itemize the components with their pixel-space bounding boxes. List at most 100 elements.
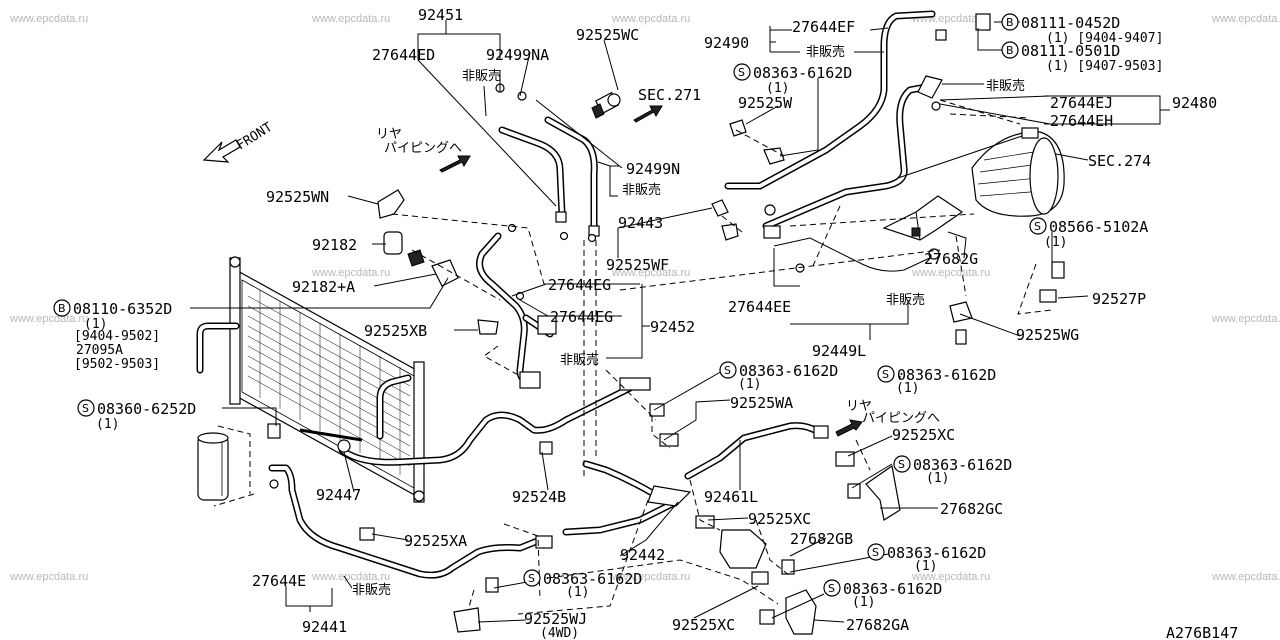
arrow-icon — [439, 155, 471, 173]
label-92451: 92451 — [418, 6, 463, 24]
label-08566-5102A: 08566-5102A — [1049, 218, 1148, 236]
label-08360-6252D: 08360-6252D — [97, 400, 196, 418]
label-range: (1) [9407-9503] — [1046, 59, 1163, 74]
label-to-piping: パイピングへ — [862, 411, 940, 426]
compressor — [971, 127, 1065, 217]
screw-icon — [77, 399, 95, 417]
label-92182: 92182 — [312, 236, 357, 254]
watermark: www.epcdata.ru — [1211, 571, 1280, 583]
label-92525WN: 92525WN — [266, 188, 329, 206]
arrow-icon — [835, 419, 863, 437]
svg-text:S: S — [828, 582, 835, 595]
label-92525W: 92525W — [738, 94, 793, 112]
screw-icon — [523, 569, 541, 587]
bracket-27682GB — [719, 529, 767, 569]
screw-symbol: S — [523, 569, 541, 587]
label-nonsale: 非販売 — [886, 292, 925, 308]
label-sec274: SEC.274 — [1088, 152, 1151, 170]
label-sec271: SEC.271 — [638, 86, 701, 104]
screw-symbol: S — [1029, 217, 1047, 235]
label-92525WF: 92525WF — [606, 256, 669, 274]
watermark: www.epcdata.ru — [1211, 313, 1280, 325]
label-92525WG: 92525WG — [1016, 326, 1079, 344]
label-08111-0452D: 08111-0452D — [1021, 14, 1120, 32]
label-27644EH: 27644EH — [1050, 112, 1113, 130]
watermark: www.epcdata.ru — [9, 13, 88, 25]
label-27644EE: 27644EE — [728, 298, 791, 316]
svg-text:S: S — [898, 458, 905, 471]
label-92525WJ: 92525WJ — [524, 610, 587, 628]
label-qty: (1) — [914, 559, 937, 574]
label-4wd-note: (4WD) — [540, 626, 579, 640]
bolt-symbol: B — [1001, 41, 1019, 59]
pipe-92447 — [337, 377, 651, 466]
bolt-icon — [1001, 13, 1019, 31]
label-08363-6162D: 08363-6162D — [913, 456, 1012, 474]
label-92525XA: 92525XA — [404, 532, 467, 550]
dashed-guides — [213, 99, 1053, 615]
label-nonsale: 非販売 — [462, 68, 501, 84]
svg-text:B: B — [1006, 44, 1014, 57]
label-92452: 92452 — [650, 318, 695, 336]
pipe-92490 — [724, 10, 936, 190]
svg-text:S: S — [82, 402, 89, 415]
bracket-27682G — [882, 195, 964, 241]
watermark: www.epcdata.ru — [9, 571, 88, 583]
part-labels: 92451 27644ED 92499NA 非販売 92525WC SEC.27… — [53, 6, 1238, 640]
watermark: www.epcdata.ru — [611, 571, 690, 583]
screw-symbol: S — [823, 579, 841, 597]
watermark: www.epcdata.ru — [311, 13, 390, 25]
label-92525XB: 92525XB — [364, 322, 427, 340]
label-27644E: 27644E — [252, 572, 306, 590]
watermark: www.epcdata.ru — [311, 267, 390, 279]
pipe-92442 — [562, 460, 692, 536]
label-nonsale: 非販売 — [622, 182, 661, 198]
label-92480: 92480 — [1172, 94, 1217, 112]
label-08363-6162D: 08363-6162D — [887, 544, 986, 562]
label-qty: (1) — [896, 381, 919, 396]
watermark: www.epcdata.ru — [611, 13, 690, 25]
front-arrow-icon — [202, 139, 241, 163]
svg-text:S: S — [1034, 220, 1041, 233]
watermark: www.epcdata.ru — [611, 267, 690, 279]
label-92461L: 92461L — [704, 488, 758, 506]
front-direction-indicator: FRONT — [202, 120, 275, 163]
label-27644EF: 27644EF — [792, 18, 855, 36]
condenser — [196, 256, 425, 503]
label-92525XC: 92525XC — [748, 510, 811, 528]
label-range: [9502-9503] — [74, 357, 160, 372]
label-08363-6162D: 08363-6162D — [753, 64, 852, 82]
svg-text:S: S — [882, 368, 889, 381]
label-92441: 92441 — [302, 618, 347, 636]
label-27095A: 27095A — [76, 343, 123, 358]
screw-icon — [1029, 217, 1047, 235]
label-nonsale: 非販売 — [352, 582, 391, 598]
label-08363-6162D: 08363-6162D — [739, 362, 838, 380]
svg-text:S: S — [872, 546, 879, 559]
bolt-symbol: B — [53, 299, 71, 317]
label-27682GC: 27682GC — [940, 500, 1003, 518]
label-08363-6162D: 08363-6162D — [897, 366, 996, 384]
screw-icon — [893, 455, 911, 473]
pipe-92441 — [268, 464, 553, 579]
label-range: [9404-9502] — [74, 329, 160, 344]
label-27644EG: 27644EG — [550, 308, 613, 326]
bolt-icon — [1001, 41, 1019, 59]
label-qty: (1) — [766, 81, 789, 96]
label-92525XC: 92525XC — [672, 616, 735, 634]
label-92525WC: 92525WC — [576, 26, 639, 44]
label-nonsale: 非販売 — [560, 352, 599, 368]
label-92447: 92447 — [316, 486, 361, 504]
label-92490: 92490 — [704, 34, 749, 52]
receiver-drier — [197, 432, 229, 501]
label-to-piping: パイピングへ — [384, 141, 462, 156]
label-range: (1) [9404-9407] — [1046, 31, 1163, 46]
label-rear: リヤ — [846, 399, 872, 414]
label-27682GA: 27682GA — [846, 616, 909, 634]
label-92443: 92443 — [618, 214, 663, 232]
watermark: www.epcdata.ru — [311, 571, 390, 583]
bracket-27682GA — [785, 589, 817, 635]
pipe-92443-group — [498, 91, 621, 237]
label-92499NA: 92499NA — [486, 46, 549, 64]
